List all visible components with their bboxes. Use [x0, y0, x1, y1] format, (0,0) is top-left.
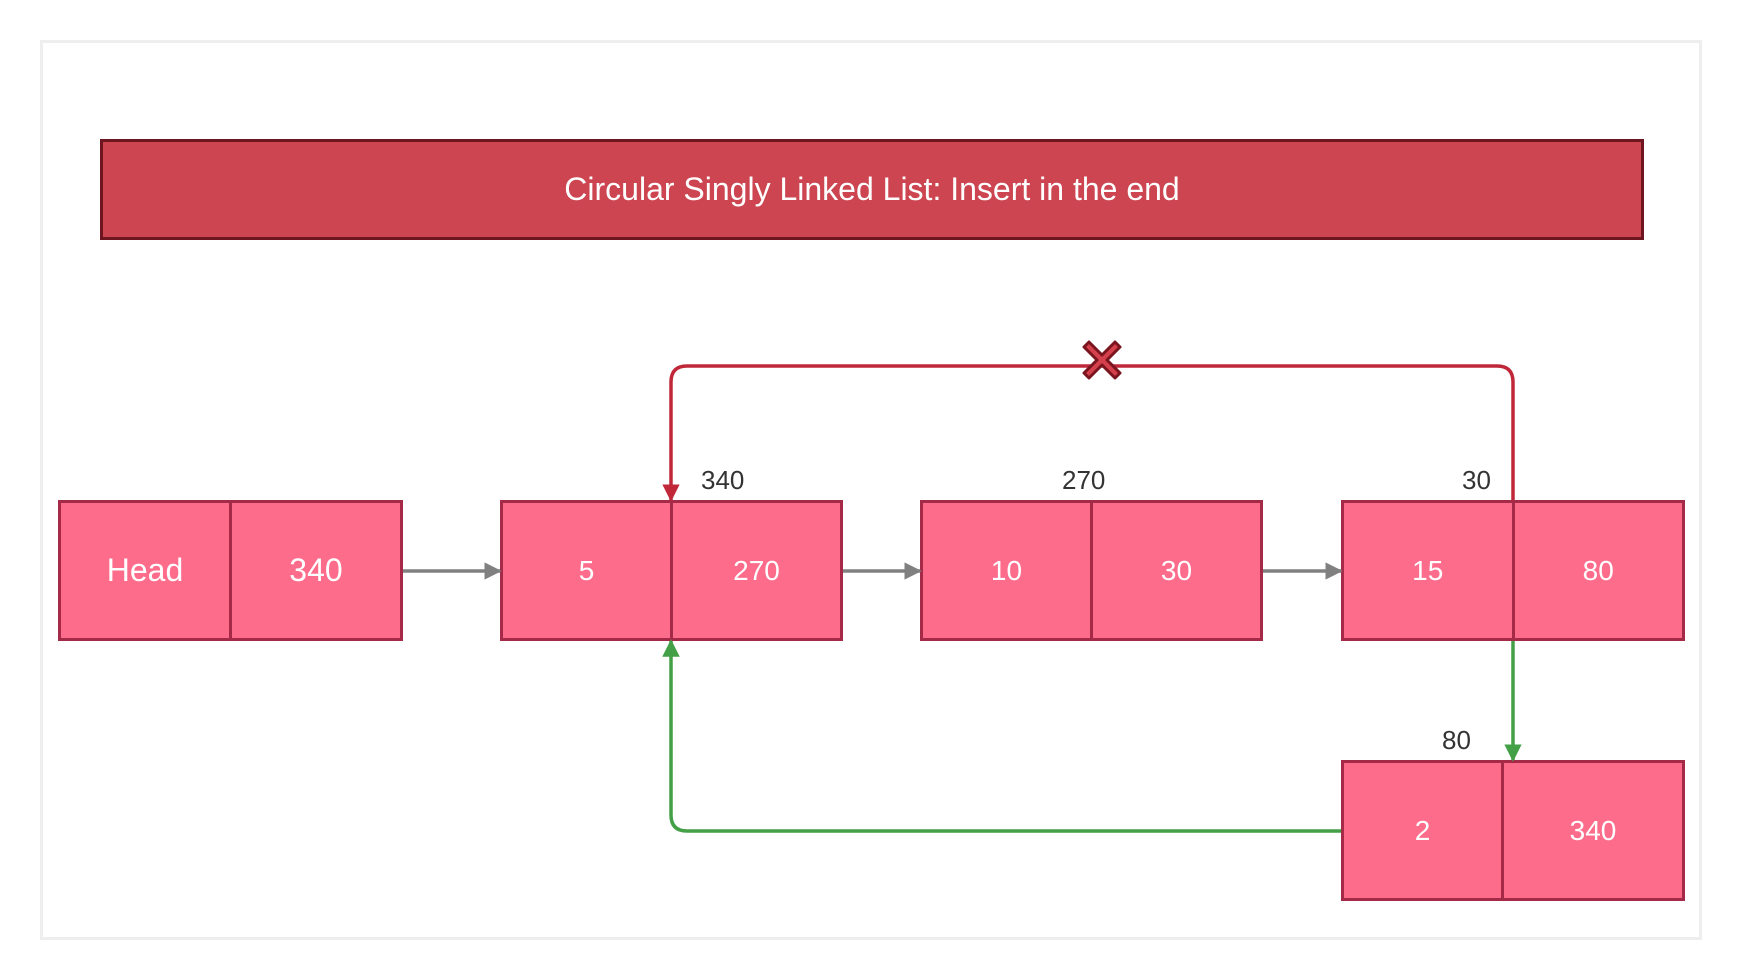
node-address-1: 340: [701, 465, 745, 495]
node-address-4: 80: [1442, 725, 1471, 755]
diagram-title: Circular Singly Linked List: Insert in t…: [100, 139, 1644, 240]
node-value-3: 15: [1412, 554, 1444, 586]
list-node-1: 5 270: [500, 500, 843, 641]
new-list-node: 2 340: [1341, 760, 1685, 901]
list-node-3: 15 80: [1341, 500, 1685, 641]
node-value-4: 2: [1414, 814, 1431, 846]
node-value-2: 10: [990, 554, 1023, 586]
node-address-2: 270: [1062, 465, 1106, 495]
node-next-1: 270: [670, 503, 840, 638]
head-node: Head 340: [58, 500, 403, 641]
head-label: Head: [106, 552, 184, 588]
node-next-2: 30: [1090, 503, 1260, 638]
node-next-4: 340: [1501, 763, 1682, 898]
list-node-2: 10 30: [920, 500, 1263, 641]
node-value-1: 5: [578, 554, 595, 586]
node-address-3: 30: [1462, 465, 1491, 495]
head-pointer: 340: [229, 503, 400, 638]
node-next-3: 80: [1511, 503, 1683, 638]
